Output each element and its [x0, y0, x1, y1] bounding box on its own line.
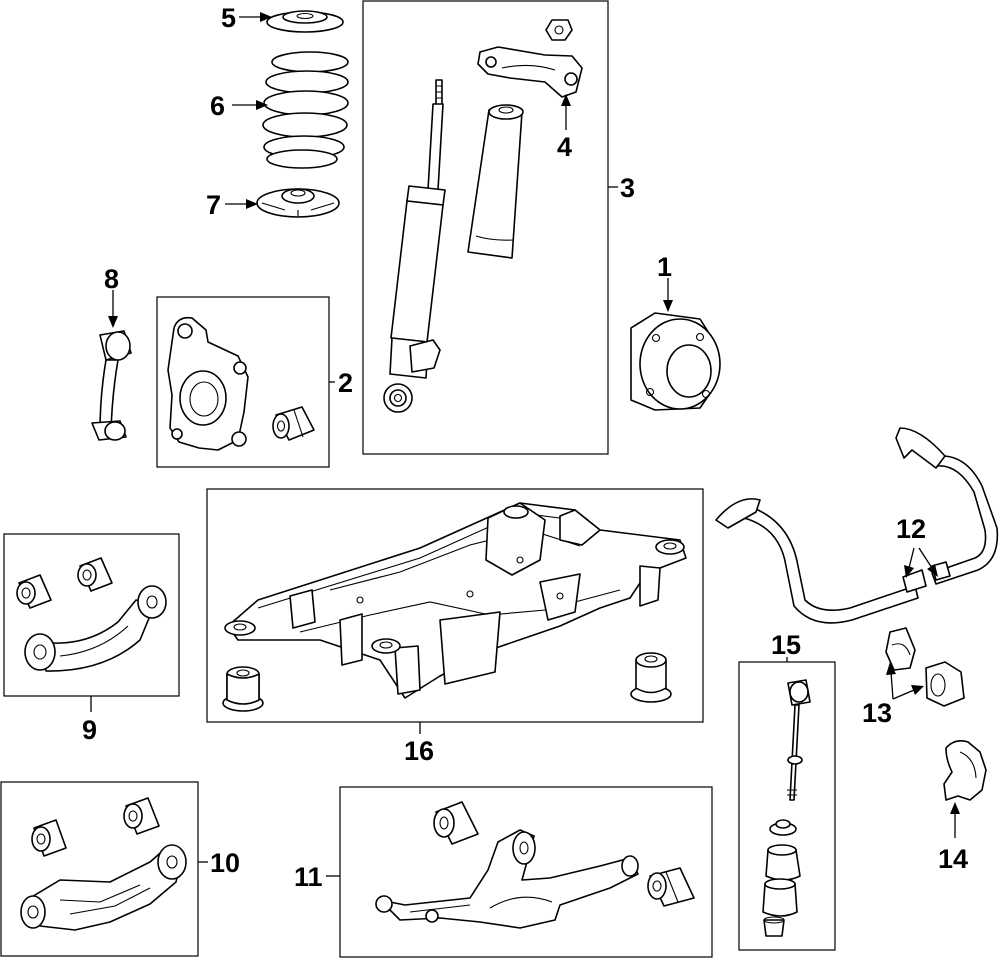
lower-arm-bushing-side	[647, 867, 695, 907]
upper-arm-bushing-right	[77, 557, 113, 592]
callout-1: 1	[657, 252, 672, 282]
box-toe-arm	[0, 781, 199, 957]
toe-link-arm	[20, 844, 187, 931]
stabilizer-bar-bracket	[943, 740, 987, 801]
callout-5: 5	[221, 3, 236, 33]
callout-4: 4	[557, 132, 572, 162]
callout-14: 14	[938, 844, 968, 874]
callout-3: 3	[620, 173, 635, 203]
upper-arm-bushing-left	[16, 574, 52, 609]
spring-lower-seat	[256, 188, 340, 218]
subframe-bushing-left	[222, 666, 264, 712]
hub-bearing	[630, 312, 721, 411]
callout-10: 10	[210, 848, 240, 878]
callout-13: 13	[862, 698, 892, 728]
callout-16: 16	[404, 736, 434, 766]
callout-2: 2	[338, 368, 353, 398]
lower-arm-bushing-top	[433, 801, 479, 845]
stabilizer-bar-bushing	[885, 627, 965, 707]
callout-6: 6	[210, 91, 225, 121]
toe-arm-bushing-left	[31, 819, 67, 857]
stabilizer-link	[91, 330, 132, 441]
upper-control-arm	[24, 585, 167, 672]
shock-absorber	[383, 79, 446, 413]
callout-15: 15	[771, 630, 801, 660]
callout-9: 9	[82, 715, 97, 745]
subframe-bushing-right	[630, 652, 672, 703]
callout-8: 8	[104, 264, 119, 294]
box-lower-arm	[339, 786, 713, 958]
shock-upper-mount	[477, 19, 583, 98]
knuckle	[167, 316, 249, 451]
stabilizer-bar	[715, 427, 999, 624]
box-subframe	[206, 488, 704, 723]
callout-7: 7	[206, 190, 221, 220]
dust-boot	[467, 104, 524, 259]
knuckle-bushing	[272, 406, 315, 441]
rear-subframe	[224, 502, 687, 699]
callout-12: 12	[896, 514, 926, 544]
box-shock-assembly	[362, 0, 609, 455]
toe-arm-bushing-right	[123, 797, 160, 835]
callout-11: 11	[294, 862, 323, 892]
leader-lines	[90, 12, 960, 877]
spring-upper-seat	[266, 10, 344, 33]
lower-control-arm	[375, 829, 639, 929]
stabilizer-link-kit	[762, 679, 811, 937]
coil-spring	[262, 51, 349, 169]
